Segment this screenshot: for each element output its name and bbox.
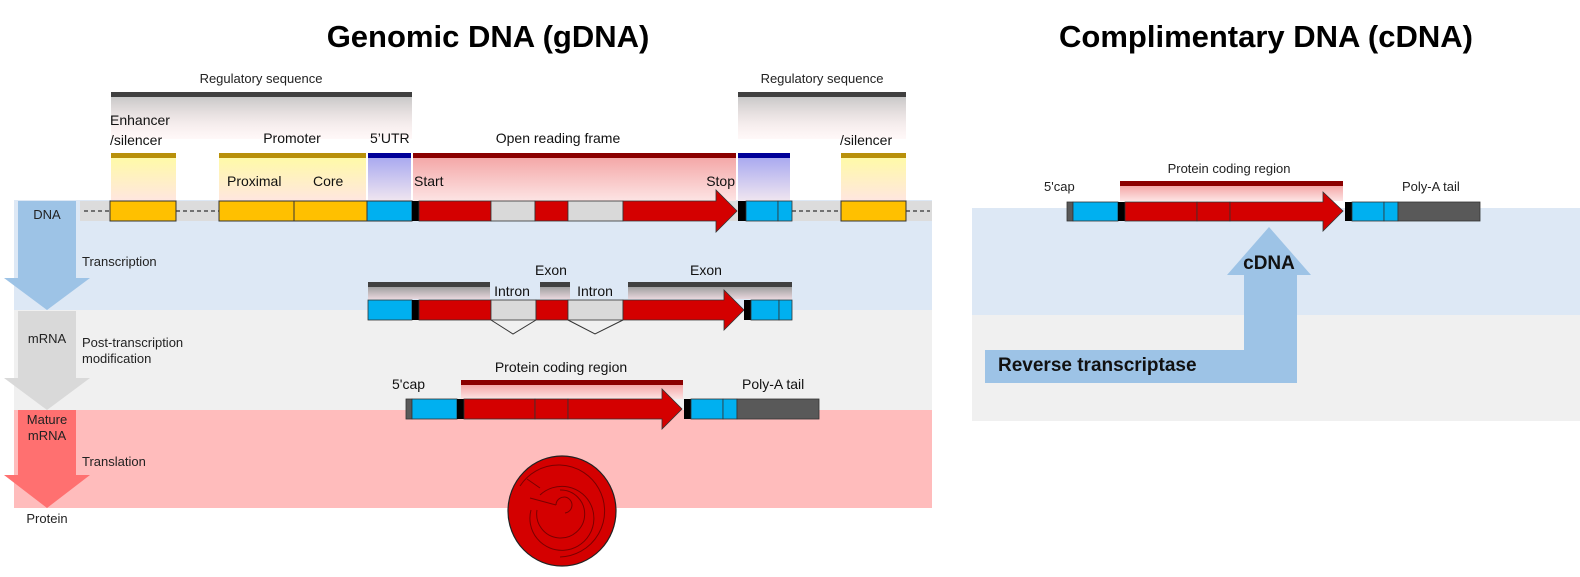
cdna-protein-coding-label: Protein coding region	[1168, 161, 1291, 176]
stop-codon	[738, 201, 746, 221]
reverse-transcriptase-label: Reverse transcriptase	[998, 355, 1197, 376]
exon-bar-1	[368, 282, 490, 287]
step-post-transcription-line1: Post-transcription	[82, 335, 183, 350]
intron-1-block	[490, 200, 536, 222]
exon-bar-2	[540, 282, 570, 287]
orf-bar	[413, 153, 736, 158]
intron-2	[567, 299, 624, 321]
stage-dna: DNA	[33, 207, 61, 222]
regulatory-sequence-left-label: Regulatory sequence	[200, 71, 323, 86]
cdna-arrow-label: cDNA	[1243, 253, 1295, 274]
protein-band	[14, 410, 932, 508]
step-post-transcription-line2: modification	[82, 351, 151, 366]
cdna-title: Complimentary DNA (cDNA)	[1059, 19, 1473, 54]
poly-a-tail	[736, 398, 820, 420]
proximal-label: Proximal	[227, 173, 281, 189]
step-transcription: Transcription	[82, 254, 157, 269]
regulatory-sequence-right-bar	[738, 92, 906, 97]
splice-line-1	[490, 319, 537, 335]
enhancer-bar	[111, 153, 176, 158]
core-label: Core	[313, 173, 344, 189]
exon-bar-3	[628, 282, 792, 287]
intron-label-2: Intron	[577, 283, 613, 299]
regulatory-sequence-right-label: Regulatory sequence	[761, 71, 884, 86]
stage-mature-mrna-line1: Mature	[27, 412, 67, 427]
utr5-block	[366, 200, 413, 222]
processing-arrow	[4, 311, 90, 410]
promoter-label: Promoter	[263, 130, 321, 146]
enhancer-label-line2: /silencer	[110, 132, 162, 148]
reverse-transcriptase-arrow	[985, 227, 1311, 383]
enhancer-right-block	[840, 200, 907, 222]
protein-icon	[507, 455, 617, 567]
protein-coding-label: Protein coding region	[495, 359, 627, 375]
enhancer-block	[109, 200, 177, 222]
mature-mrna-strand	[405, 388, 820, 430]
exon-3-arrow	[622, 189, 738, 233]
exon-label-2: Exon	[690, 262, 722, 278]
intron-1	[490, 299, 537, 321]
five-prime-cap	[405, 398, 413, 420]
translation-arrow	[4, 410, 90, 508]
exon-1-block	[418, 200, 492, 222]
enhancer-label-line1: Enhancer	[110, 112, 170, 128]
exon-label-1: Exon	[535, 262, 567, 278]
protein-coding-bar	[461, 380, 683, 385]
cdna-strand	[1066, 191, 1481, 232]
enhancer-right-bar	[841, 153, 906, 158]
intron-label-1: Intron	[494, 283, 530, 299]
splice-line-2	[567, 319, 624, 335]
step-translation: Translation	[82, 454, 146, 469]
utr3-block-a	[745, 200, 779, 222]
polya-label: Poly-A tail	[742, 376, 804, 392]
stage-mrna: mRNA	[28, 331, 67, 346]
core-promoter-block	[293, 200, 368, 222]
stage-mature-mrna-line2: mRNA	[28, 428, 67, 443]
exon-2-block	[534, 200, 569, 222]
cdna-cap-label: 5'cap	[1044, 179, 1075, 194]
stage-protein: Protein	[26, 511, 67, 526]
regulatory-sequence-left-bar	[111, 92, 412, 97]
gdna-title: Genomic DNA (gDNA)	[327, 19, 650, 54]
orf-label: Open reading frame	[496, 130, 621, 146]
transcription-arrow	[4, 201, 90, 310]
stop-label: Stop	[706, 173, 735, 189]
cap-label: 5'cap	[392, 376, 425, 392]
intron-2-block	[567, 200, 624, 222]
cdna-polya-label: Poly-A tail	[1402, 179, 1460, 194]
proximal-promoter-block	[218, 200, 295, 222]
enhancer-right-label: /silencer	[840, 132, 892, 148]
utr5-label: 5’UTR	[370, 130, 410, 146]
utr3-block-b	[777, 200, 793, 222]
dna-strand	[84, 189, 930, 233]
cdna-protein-coding-bar	[1120, 181, 1343, 186]
utr5-bar	[368, 153, 411, 158]
promoter-bar	[219, 153, 366, 158]
utr3-bar	[738, 153, 790, 158]
start-label: Start	[414, 173, 444, 189]
pre-mrna-strand	[367, 289, 793, 335]
start-codon	[412, 201, 419, 221]
